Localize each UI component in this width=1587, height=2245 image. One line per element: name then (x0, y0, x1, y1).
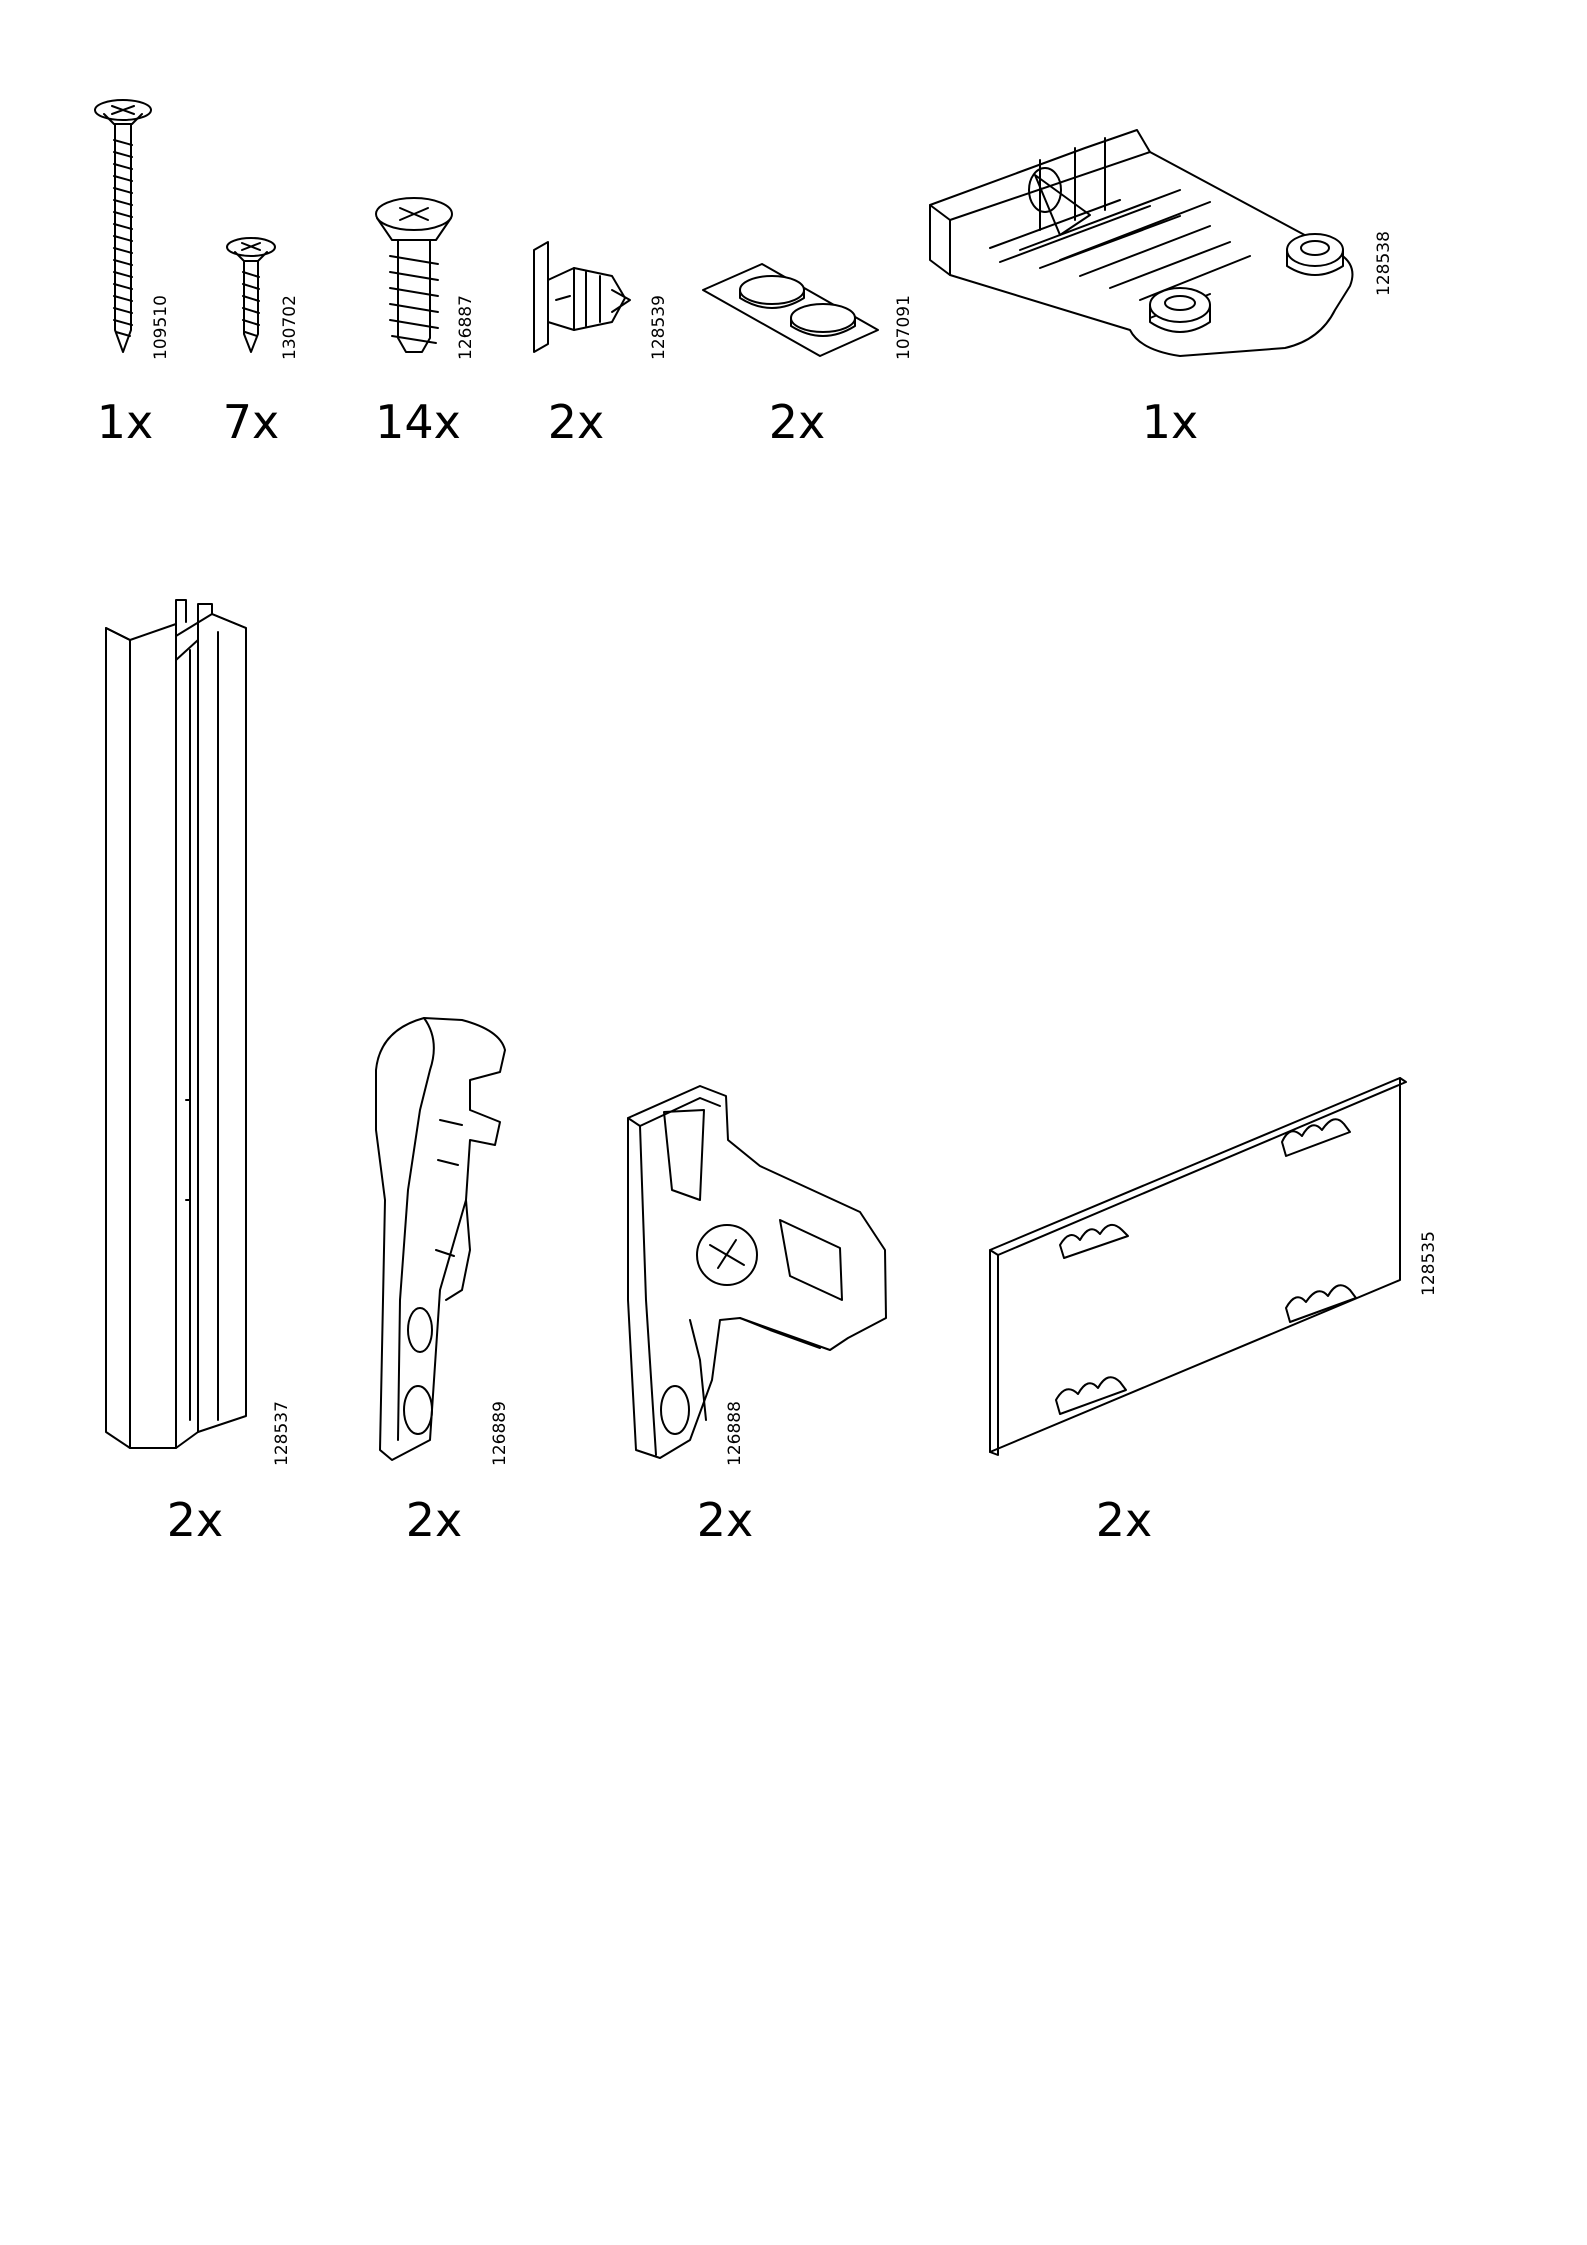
part-number: 128538 (1374, 231, 1394, 296)
part-number: 130702 (280, 295, 300, 360)
mounting-plate-icon (990, 1078, 1406, 1455)
quantity-label: 2x (167, 1493, 224, 1547)
quantity-label: 7x (223, 395, 280, 449)
short-wood-screw-icon (227, 238, 275, 352)
hinge-bracket-icon (628, 1086, 886, 1458)
long-rail-icon (106, 600, 246, 1448)
quantity-label: 1x (97, 395, 154, 449)
euro-screw-icon (376, 198, 452, 352)
wall-plug-bracket-icon (534, 242, 630, 352)
part-number: 128539 (649, 295, 669, 360)
quantity-label: 2x (769, 395, 826, 449)
drawer-runner-tray-icon (930, 130, 1352, 356)
quantity-label: 2x (548, 395, 605, 449)
part-number: 107091 (894, 295, 914, 360)
quantity-label: 14x (375, 395, 461, 449)
part-number: 126888 (725, 1401, 745, 1466)
part-number: 128535 (1419, 1231, 1439, 1296)
felt-pads-icon (703, 264, 878, 356)
quantity-label: 2x (697, 1493, 754, 1547)
quantity-label: 2x (406, 1493, 463, 1547)
part-number: 128537 (272, 1401, 292, 1466)
rail-clip-icon (376, 1018, 505, 1460)
part-number: 109510 (151, 295, 171, 360)
long-wood-screw-icon (95, 100, 151, 352)
part-number: 126887 (456, 295, 476, 360)
part-number: 126889 (490, 1401, 510, 1466)
quantity-label: 1x (1142, 395, 1199, 449)
quantity-label: 2x (1096, 1493, 1153, 1547)
